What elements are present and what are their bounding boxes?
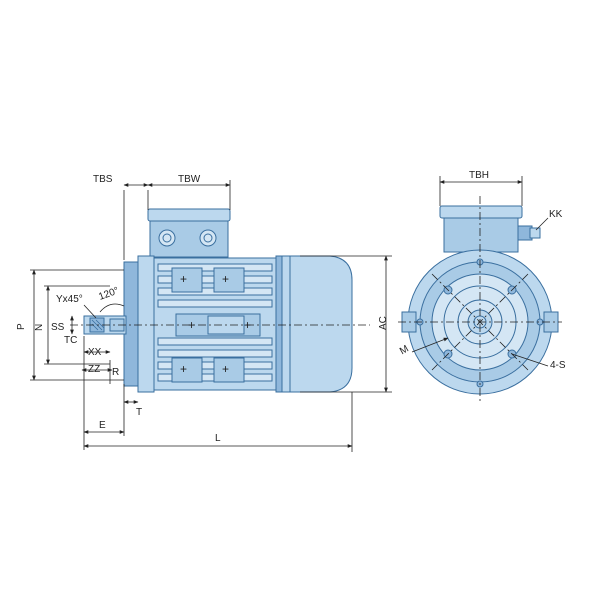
svg-text:+: +	[180, 272, 187, 286]
end-view	[398, 196, 562, 402]
label-yx45: Yx45°	[56, 294, 83, 305]
cable-gland	[517, 225, 541, 241]
end-terminal-box	[443, 217, 519, 253]
side-view: + + + + + +	[70, 208, 370, 393]
terminal-box	[147, 208, 231, 258]
svg-text:+: +	[222, 272, 229, 286]
end-dimensions	[411, 176, 549, 367]
label-zz: ZZ	[88, 364, 100, 375]
label-kk: KK	[549, 209, 563, 220]
label-n: N	[34, 324, 45, 331]
label-t: T	[136, 407, 142, 418]
label-120: 120°	[97, 285, 120, 302]
label-tbh: TBH	[469, 170, 489, 181]
label-tbw: TBW	[178, 174, 201, 185]
label-m: M	[398, 343, 411, 357]
side-dimensions	[30, 180, 392, 452]
label-4s: 4-S	[550, 360, 566, 371]
housing: + + + + + +	[153, 257, 277, 391]
label-tbs: TBS	[93, 174, 113, 185]
label-e: E	[99, 420, 106, 431]
fan-cover	[275, 255, 353, 393]
svg-text:+: +	[180, 362, 187, 376]
labels: TBS TBW TBH KK Yx45° 120° P N SS TC XX Z…	[16, 170, 566, 444]
svg-text:+: +	[222, 362, 229, 376]
label-ac: AC	[378, 316, 389, 330]
svg-text:+: +	[188, 318, 195, 332]
label-tc: TC	[64, 335, 77, 346]
label-ss: SS	[51, 322, 65, 333]
label-r: R	[112, 367, 119, 378]
label-l: L	[215, 433, 221, 444]
label-p: P	[16, 323, 27, 330]
label-xx: XX	[88, 347, 102, 358]
front-end-shield	[137, 255, 155, 393]
end-terminal-lid	[439, 205, 523, 219]
